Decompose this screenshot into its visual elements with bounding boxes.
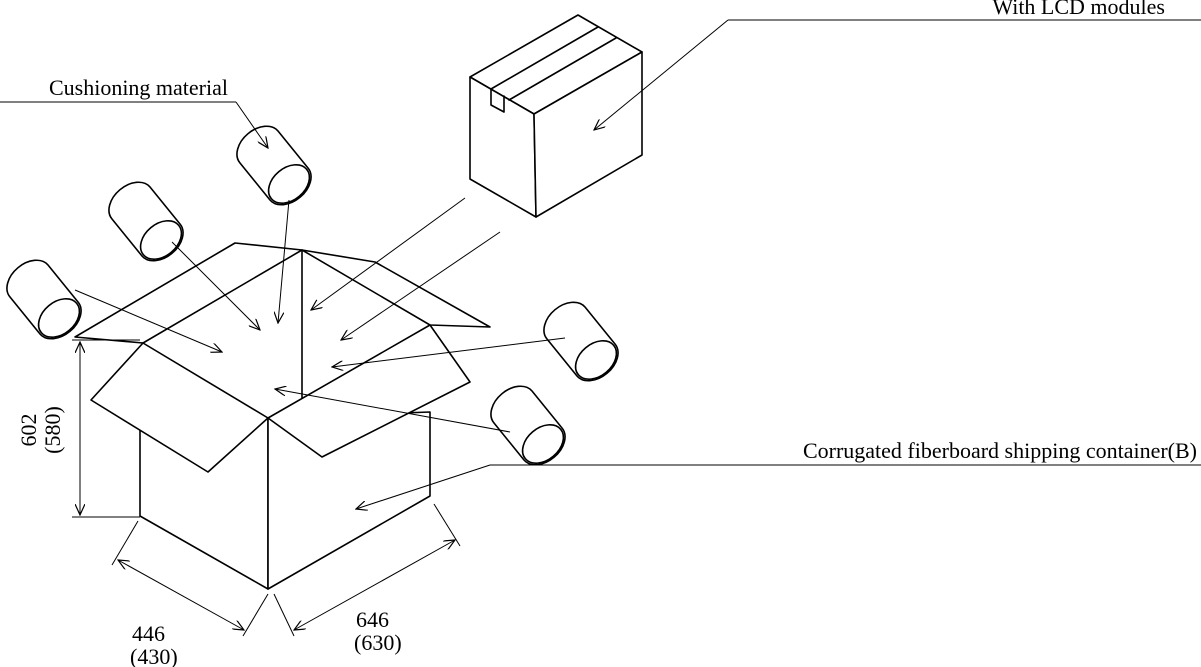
leader-lines [0,19,1201,509]
depth-alt-value: (430) [130,644,178,667]
cushion-5 [490,385,566,466]
shipping-container [74,242,491,590]
assembly-arrows [74,197,566,433]
cushion-4 [543,301,619,382]
cushion-3 [6,259,82,340]
cushion-1 [236,125,312,206]
dimension-lines [72,339,461,637]
height-dimension-text: 602 (580) [16,406,65,454]
lcd-modules-label: With LCD modules [992,0,1165,19]
width-alt-value: (630) [354,630,402,655]
height-alt-value: (580) [40,406,65,454]
cushioning-material-label: Cushioning material [49,75,228,100]
cushion-2 [108,181,184,262]
container-label: Corrugated fiberboard shipping container… [803,438,1197,463]
lcd-carton [469,14,643,218]
height-value: 602 [16,414,41,447]
width-value: 646 [356,607,389,632]
depth-value: 446 [132,621,165,646]
